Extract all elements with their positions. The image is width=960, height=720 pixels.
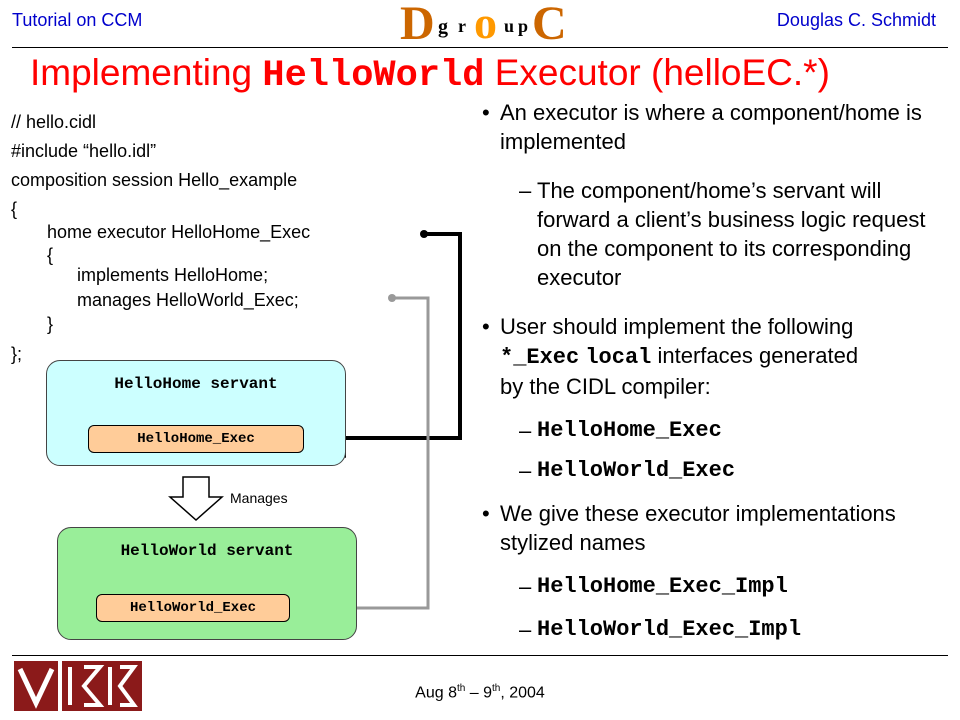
doc-group-logo: D g r o u p C [400,0,567,50]
bullet-executor: • An executor is where a component/home … [482,98,942,156]
sub-bullet-text: The component/home’s servant will forwar… [537,178,926,290]
manages-down-arrow [168,476,224,522]
bullet-mark: • [482,314,490,339]
world-exec-arrow [289,294,430,623]
code-line: composition session Hello_example [11,170,298,190]
header-divider [12,47,948,48]
logo-letter-o: o [474,0,497,48]
sub-bullet-text: HelloHome_Exec [537,418,722,443]
author-name: Douglas C. Schmidt [776,10,936,30]
mono-segment: local [585,345,652,370]
code-line: implements HelloHome; [77,265,269,285]
sub-bullet-home-exec: – HelloHome_Exec [519,416,919,445]
sub-bullet-home-impl: – HelloHome_Exec_Impl [519,572,939,601]
text-segment: by the CIDL compiler: [500,374,711,399]
code-line: { [47,245,54,265]
date-superscript: th [456,683,466,694]
sub-bullet-world-impl: – HelloWorld_Exec_Impl [519,615,939,644]
date-text: Aug 8 [415,684,457,702]
bullet-line: User should implement the following [500,312,947,341]
code-line: home executor HelloHome_Exec [47,222,311,242]
text-segment: interfaces generated [657,343,859,368]
dash-mark: – [519,574,532,599]
logo-letter-p: p [518,16,529,36]
helloworld-servant-box: HelloWorld servant [57,527,357,640]
dash-mark: – [519,178,532,203]
title-prefix: Implementing [30,52,263,93]
code-line: } [47,314,54,334]
bullet-line: by the CIDL compiler: [500,372,947,401]
sub-bullet-text: HelloWorld_Exec_Impl [537,617,802,642]
date-superscript: th [492,683,501,694]
title-mono-word: HelloWorld [262,55,485,97]
helloworld-exec-box: HelloWorld_Exec [96,594,290,622]
bullet-mark: • [482,100,490,125]
logo-letter-r: r [458,16,466,36]
code-line: manages HelloWorld_Exec; [77,290,299,310]
helloworld-servant-label: HelloWorld servant [120,542,294,560]
bullet-text: We give these executor implementations s… [500,501,896,555]
course-title: Tutorial on CCM [12,10,143,30]
dash-mark: – [519,617,532,642]
isis-logo [62,661,142,711]
mono-segment: *_Exec [500,345,580,370]
code-line: { [11,199,18,219]
bullet-text: An executor is where a component/home is… [500,100,922,154]
text-segment: User should implement the following [500,314,854,339]
footer-divider [12,655,948,656]
code-line: }; [11,344,23,364]
title-suffix: Executor (helloEC.*) [484,52,830,93]
footer-date: Aug 8th – 9th, 2004 [0,683,960,702]
date-text: , 2004 [500,684,545,702]
code-line: // hello.cidl [11,112,97,132]
code-line: #include “hello.idl” [11,141,157,161]
slide-title: Implementing HelloWorld Executor (helloE… [30,52,830,97]
hellohome-exec-box: HelloHome_Exec [88,425,304,453]
sub-bullet-world-exec: – HelloWorld_Exec [519,456,919,485]
sub-bullet-text: HelloHome_Exec_Impl [537,574,788,599]
university-logo [14,661,142,711]
bullet-user-implement: • User should implement the following *_… [482,312,947,401]
date-text: – 9 [465,684,492,702]
hellohome-servant-label: HelloHome servant [114,375,278,393]
home-exec-arrow [306,230,462,458]
dash-mark: – [519,458,532,483]
bullet-stylized-names: • We give these executor implementations… [482,499,922,557]
logo-letter-d: D [400,0,435,50]
logo-letter-c: C [532,0,567,50]
manages-label: Manages [230,490,288,506]
bullet-line: *_Exec local interfaces generated [500,341,947,372]
sub-bullet-servant: – The component/home’s servant will forw… [519,176,943,292]
sub-bullet-text: HelloWorld_Exec [537,458,736,483]
bullet-text: User should implement the following *_Ex… [500,312,947,401]
logo-letter-g: g [438,16,448,38]
logo-letter-u: u [504,16,515,36]
dash-mark: – [519,418,532,443]
bullet-mark: • [482,501,490,526]
